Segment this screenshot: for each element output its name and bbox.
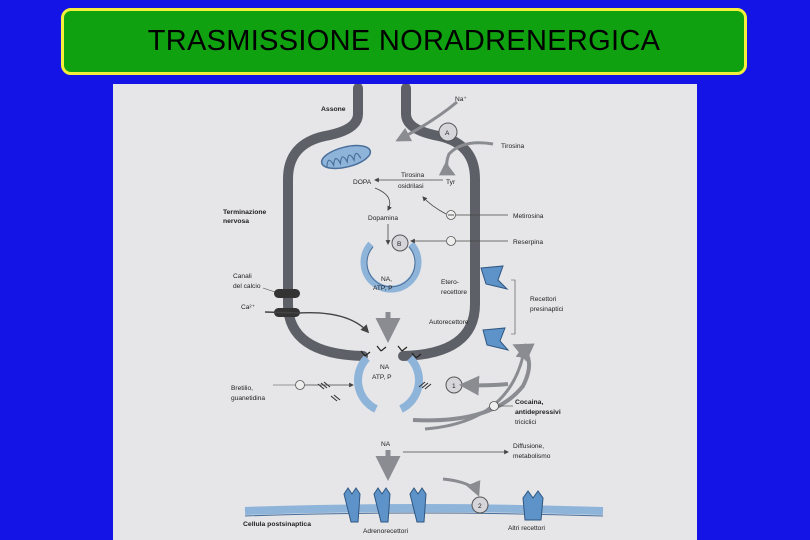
uptake-2-label: 2: [478, 503, 482, 510]
etero-label-2: recettore: [441, 289, 467, 296]
uptake-1-arrow: [459, 375, 509, 396]
tirosina-enzyme-label-2: osidrilasi: [398, 183, 424, 190]
na-plus-label: Na⁺: [455, 96, 467, 103]
vesicle-1-inner: [366, 246, 416, 288]
other-receptor-icon: [522, 490, 544, 521]
recettori-label-1: Recettori: [530, 296, 557, 303]
transporter-a-icon: [438, 122, 458, 142]
etero-label-1: Etero-: [441, 279, 459, 286]
terminazione-label-2: nervosa: [223, 218, 249, 225]
canali-pointer: [262, 287, 276, 293]
uptake-2-arrow: [442, 477, 481, 497]
bretilio-inhibitor-icon: [295, 380, 305, 390]
autoreceptor-icon: [482, 327, 510, 351]
diffusione-label-1: Diffusione,: [513, 443, 544, 450]
vesicle-1: [360, 241, 422, 293]
transporter-b-label: B: [397, 241, 402, 248]
tirosina-label: Tirosina: [501, 143, 525, 150]
cleft-to-autoreceptor-arrow: [424, 343, 531, 431]
vesicle-2-snare-icons: [360, 345, 422, 359]
terminazione-label-1: Terminazione: [223, 209, 267, 216]
vesicle-2-label-2: ATP, P: [372, 374, 392, 381]
altri-label: Altri recettori: [508, 525, 546, 532]
calcium-channel-top: [274, 289, 300, 298]
dopamina-label: Dopamina: [368, 215, 398, 222]
exocytosis-marks-right: [418, 381, 432, 390]
vesicle-2: [354, 355, 378, 413]
neuron-membrane-right: [398, 84, 480, 361]
calcium-label: Ca²⁺: [241, 304, 256, 311]
title-banner: TRASMISSIONE NORADRENERGICA: [61, 8, 747, 75]
cocaina-label-1: Cocaina,: [515, 399, 543, 406]
noradrenergic-diagram: A Na⁺ Assone Tirosina Tirosina osidrilas…: [113, 84, 697, 540]
cocaina-label-2: antidepressivi: [515, 409, 561, 416]
dopa-label: DOPA: [353, 179, 372, 186]
diffusione-label-2: metabolismo: [513, 453, 551, 460]
reserpina-label: Reserpina: [513, 239, 543, 246]
adrenoreceptor-3-icon: [409, 487, 427, 523]
adrenoreceptor-2-icon: [373, 487, 391, 523]
cellula-label: Cellula postsinaptica: [243, 521, 311, 528]
transporter-b-icon: [391, 234, 409, 252]
adrenoreceptor-1-icon: [343, 487, 361, 523]
tyr-label: Tyr: [446, 179, 456, 186]
bretilio-label-1: Bretilio,: [231, 385, 253, 392]
adrenoreceptor-icons: [343, 487, 544, 523]
tyrosine-uptake-arrow: [438, 141, 494, 176]
neuron-membrane-left: [283, 84, 368, 361]
metirosina-label: Metirosina: [513, 213, 544, 220]
uptake-2-icon: [471, 496, 489, 514]
diagram-svg: A Na⁺ Assone Tirosina Tirosina osidrilas…: [223, 84, 604, 535]
page-title: TRASMISSIONE NORADRENERGICA: [147, 25, 661, 57]
assone-label: Assone: [321, 106, 346, 113]
bretilio-label-2: guanetidina: [231, 395, 265, 402]
reserpina-inhibitor-icon: [446, 236, 456, 246]
adrenorecettori-label: Adrenorecettori: [363, 528, 409, 535]
vesicle-2-right: [399, 355, 423, 413]
metirosina-arrow: [422, 196, 447, 215]
recettori-label-2: presinaptici: [530, 306, 564, 313]
canali-label-2: del calcio: [233, 283, 261, 290]
vesicle-1-label-2: ATP, P: [373, 285, 393, 292]
transporter-a-label: A: [445, 130, 450, 137]
cleft-na-label: NA: [381, 441, 391, 448]
cocaina-inhibitor-icon: [489, 401, 499, 411]
heteroreceptor-icon: [480, 265, 509, 290]
canali-label-1: Canali: [233, 273, 252, 280]
presynaptic-bracket: [511, 279, 516, 335]
cocaina-label-3: triciclici: [515, 419, 537, 426]
na-uptake-arrow: [395, 100, 458, 142]
uptake-1-label: 1: [452, 383, 456, 390]
dopa-to-dopamina-arrow: [374, 187, 392, 211]
calcium-influx-arrow: [264, 311, 370, 334]
vesicle-2-label-1: NA: [380, 364, 390, 371]
tirosina-enzyme-label-1: Tirosina: [401, 172, 425, 179]
mitochondrion-icon: [320, 144, 372, 170]
autorecettore-label: Autorecettore: [429, 319, 469, 326]
vesicle-1-label-1: NA,: [381, 276, 392, 283]
